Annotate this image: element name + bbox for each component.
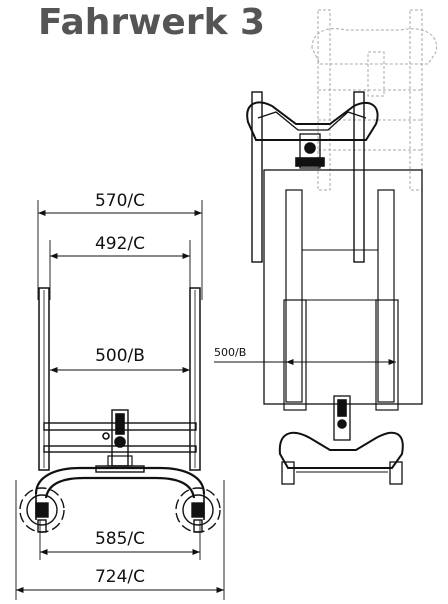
dim-724: 724/C [95, 567, 145, 587]
dim-570: 570/C [95, 191, 145, 211]
dim-500: 500/B [95, 346, 145, 366]
front-view [15, 200, 225, 600]
dim-500-side: 500/B [214, 346, 246, 359]
side-view [214, 9, 437, 485]
dim-492: 492/C [95, 234, 145, 254]
page-title: Fahrwerk 3 [38, 2, 266, 43]
dim-585: 585/C [95, 529, 145, 549]
